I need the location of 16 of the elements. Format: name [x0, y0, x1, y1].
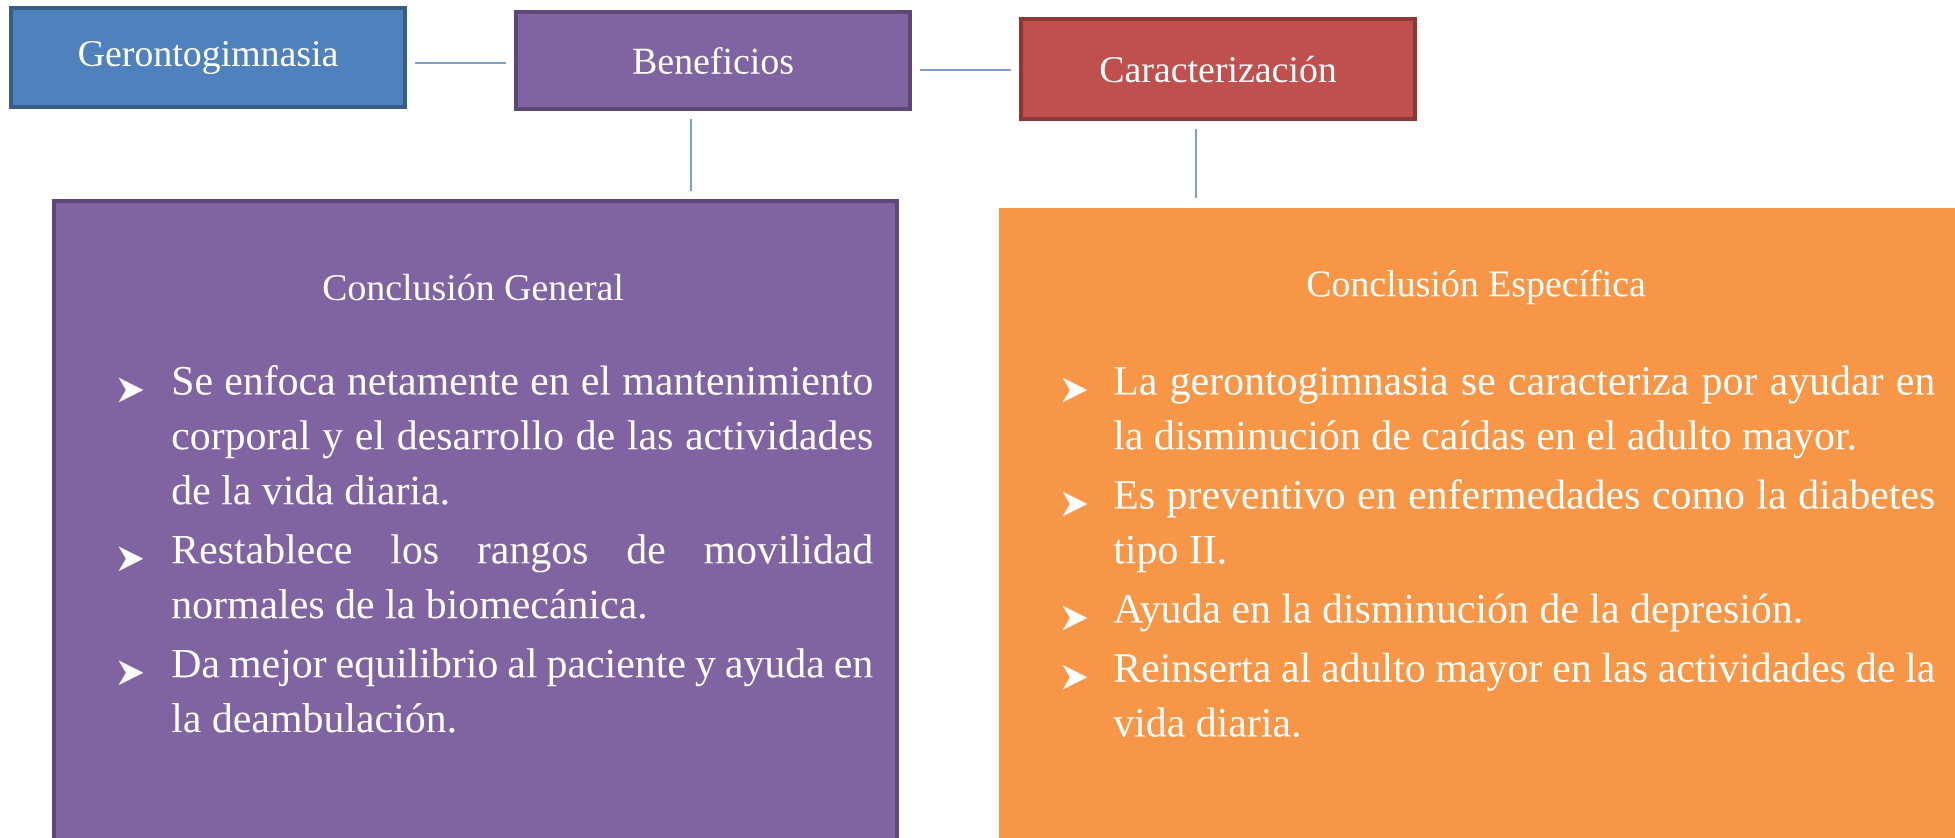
title-box: Caracterización: [1019, 17, 1417, 121]
bullet-text: Reinserta al adulto mayor en las actividades de la vida diaria.: [1113, 652, 1935, 738]
title-box: Gerontogimnasia: [9, 6, 407, 109]
panel-heading: Conclusión General: [323, 273, 624, 301]
bullet-text: La gerontogimnasia se caracteriza por ayudar en la disminución de caídas en el adulto mayor.: [1114, 365, 1935, 459]
bullet-text: Es preventivo en enfermedades como la diabetes tipo II.: [1113, 479, 1934, 573]
panel-heading: Conclusión Específica: [1307, 269, 1646, 305]
bullet-text: Da mejor equilibrio al paciente y ayuda en la deambulación.: [172, 648, 873, 733]
bullet-text: Ayuda en la disminución de la depresión.: [1113, 593, 1801, 632]
connector-line: [690, 118, 692, 192]
bullet-text: Se enfoca netamente en el mantenimiento corporal y el desarrollo de las actividades de la vida diaria.: [172, 365, 872, 505]
connector-line: [1195, 128, 1197, 199]
connector-line: [414, 62, 507, 64]
title-box: Beneficios: [514, 10, 912, 111]
connector-line: [919, 69, 1012, 71]
bullet-text: Restablece los rangos de movilidad normales de la biomecánica.: [172, 534, 873, 619]
